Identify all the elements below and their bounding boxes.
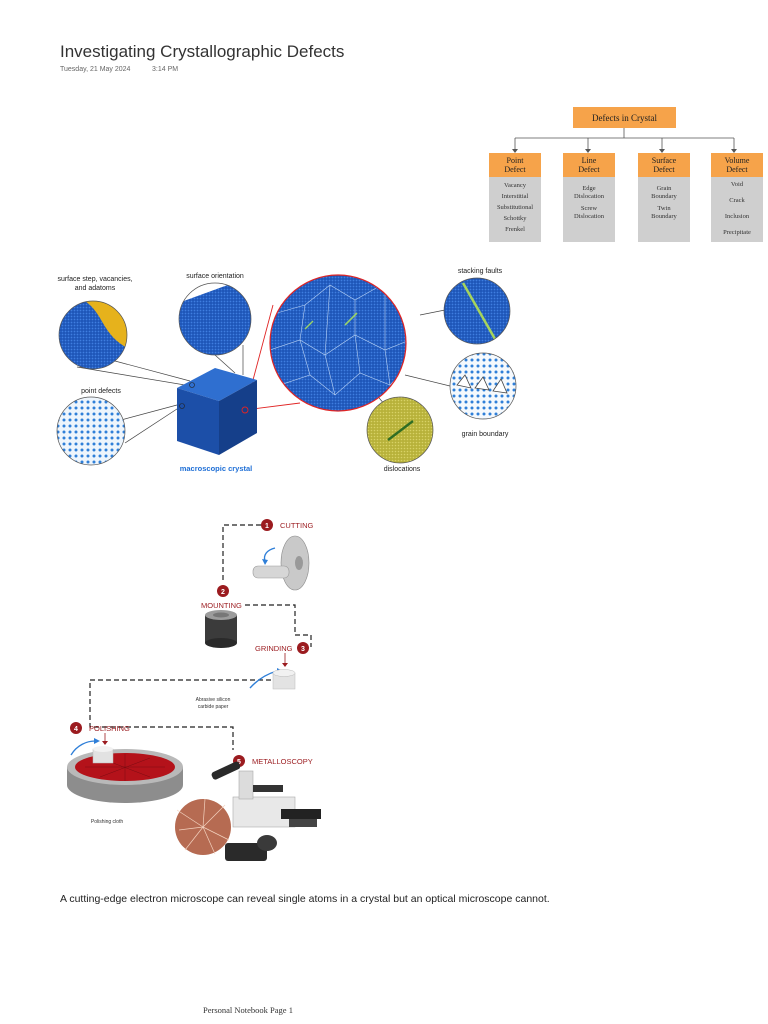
defect-item: Grain Boundary bbox=[651, 185, 677, 200]
label-surface-step: surface step, vacancies, bbox=[57, 276, 132, 283]
step-number: 2 bbox=[221, 589, 225, 596]
category-items: Edge Dislocation Screw Dislocation bbox=[563, 177, 615, 242]
page-footer: Personal Notebook Page 1 bbox=[203, 1005, 293, 1015]
defect-item: Vacancy bbox=[503, 182, 526, 189]
step-mounting: 2 MOUNTING bbox=[201, 585, 242, 610]
label-surface-orientation: surface orientation bbox=[186, 273, 244, 280]
copper-micrograph bbox=[175, 798, 231, 855]
defect-item: Precipitate bbox=[723, 229, 751, 236]
step-number: 3 bbox=[301, 646, 305, 653]
page-title: Investigating Crystallographic Defects bbox=[60, 42, 345, 61]
defect-item: Frenkel bbox=[505, 226, 525, 233]
label-stacking-faults: stacking faults bbox=[458, 268, 503, 275]
defect-item: Schottky bbox=[503, 215, 527, 222]
defect-item: Crack bbox=[729, 197, 745, 204]
step-metalloscopy: 5 METALLOSCOPY bbox=[233, 755, 313, 767]
category-items: Grain Boundary Twin Boundary bbox=[638, 177, 690, 242]
label-adatoms: and adatoms bbox=[75, 285, 116, 292]
surface-step-zoom bbox=[58, 300, 128, 370]
step-label: CUTTING bbox=[280, 521, 313, 530]
page-time: 3:14 PM bbox=[152, 66, 179, 73]
polishing-wheel-illustration bbox=[67, 733, 183, 803]
grinding-note: carbide paper bbox=[198, 704, 229, 710]
defect-item: Inclusion bbox=[724, 213, 750, 220]
microscope-illustration bbox=[211, 761, 321, 861]
label-macroscopic-crystal: macroscopic crystal bbox=[180, 464, 253, 473]
defect-item: Twin Boundary bbox=[651, 205, 677, 220]
defect-item: Void bbox=[730, 181, 744, 188]
step-cutting: 1 CUTTING bbox=[261, 519, 313, 531]
metallography-process-figure: 1 CUTTING 2 MOUNTING 3 GRINDING 4 POLISH… bbox=[67, 519, 321, 861]
crystal-defects-figure: surface step, vacancies, and adatoms sur… bbox=[56, 268, 517, 473]
defect-item: Interstitial bbox=[501, 193, 529, 200]
tree-root-node: Defects in Crystal bbox=[573, 107, 676, 128]
dislocations-zoom bbox=[366, 396, 434, 464]
category-items: Void Crack Inclusion Precipitate bbox=[711, 177, 763, 242]
point-defects-zoom bbox=[56, 396, 126, 466]
defect-item: Screw Dislocation bbox=[574, 205, 604, 220]
step-grinding: 3 GRINDING bbox=[255, 642, 309, 654]
label-grain-boundary: grain boundary bbox=[462, 431, 509, 438]
step-polishing: 4 POLISHING bbox=[70, 722, 130, 734]
page-date: Tuesday, 21 May 2024 bbox=[60, 66, 131, 73]
grain-structure-zoom bbox=[269, 274, 407, 412]
step-number: 5 bbox=[237, 759, 241, 766]
cutting-wheel-illustration bbox=[252, 535, 310, 591]
label-dislocations: dislocations bbox=[384, 466, 421, 473]
step-number: 1 bbox=[265, 523, 269, 530]
defect-item: Edge Dislocation bbox=[574, 185, 604, 200]
step-label: GRINDING bbox=[255, 644, 293, 653]
stacking-faults-zoom bbox=[443, 277, 511, 345]
surface-orientation-zoom bbox=[178, 282, 252, 356]
macroscopic-crystal-cube bbox=[177, 368, 257, 455]
step-label: MOUNTING bbox=[201, 601, 242, 610]
defect-item: Substitutional bbox=[496, 204, 534, 211]
grinding-note: Abrasive silicon bbox=[196, 697, 231, 703]
label-point-defects: point defects bbox=[81, 388, 121, 395]
mounted-sample-illustration bbox=[205, 610, 237, 648]
polishing-note: Polishing cloth bbox=[91, 819, 123, 825]
step-label: POLISHING bbox=[89, 724, 130, 733]
category-items: Vacancy Interstitial Substitutional Scho… bbox=[489, 177, 541, 242]
grain-boundary-zoom bbox=[449, 352, 517, 420]
tree-connectors bbox=[512, 128, 737, 153]
step-label: METALLOSCOPY bbox=[252, 757, 313, 766]
body-caption: A cutting-edge electron microscope can r… bbox=[60, 893, 550, 905]
step-number: 4 bbox=[74, 726, 78, 733]
grinding-sample-illustration bbox=[272, 653, 296, 690]
